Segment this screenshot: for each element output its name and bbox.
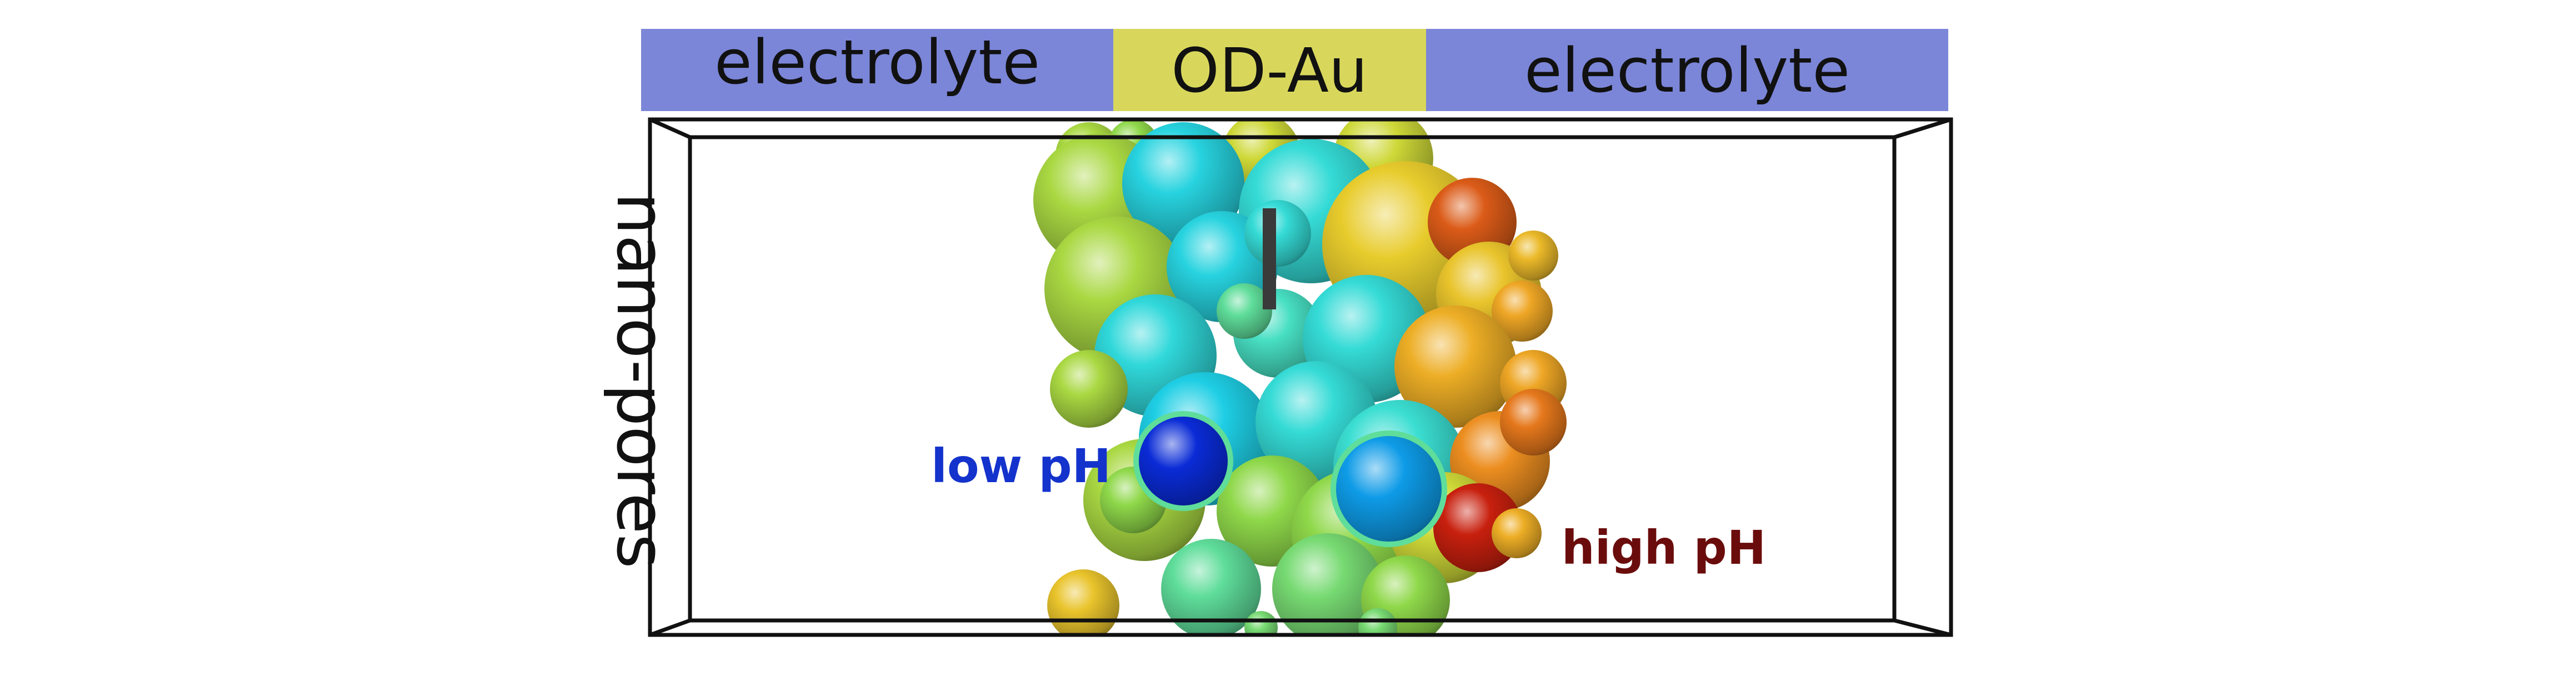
porous-structure (1033, 119, 1567, 633)
box-edge (1893, 117, 1952, 139)
box-outer (648, 117, 1953, 637)
box-inner (688, 135, 1897, 623)
sphere (1244, 611, 1278, 633)
scale-bar (1263, 208, 1276, 309)
pore (1330, 430, 1447, 547)
electrolyte-label-right: electrolyte (1524, 35, 1850, 106)
high-ph-label: high pH (1562, 520, 1766, 575)
nano-pores-label: nano-pores (602, 192, 679, 568)
box-edge (1894, 618, 1952, 637)
box-edge (649, 117, 691, 139)
sphere (1272, 533, 1383, 633)
od-au-band (1113, 29, 1426, 111)
box-frame (648, 117, 1953, 637)
sphere (1217, 283, 1272, 339)
sphere (1244, 200, 1311, 267)
sphere (1161, 539, 1261, 633)
electrolyte-band-right (1426, 29, 1948, 111)
electrolyte-band-left (641, 29, 1113, 111)
sphere (1508, 231, 1558, 281)
low-ph-label: low pH (931, 439, 1111, 493)
od-au-label: OD-Au (1171, 35, 1368, 106)
sphere (1492, 281, 1553, 342)
electrolyte-label-left: electrolyte (714, 27, 1040, 98)
box-edge (649, 618, 691, 637)
sphere (1394, 306, 1517, 428)
sphere (1358, 608, 1397, 633)
sphere (1047, 569, 1119, 633)
sphere (1492, 508, 1542, 558)
pore (1133, 411, 1233, 511)
header-bar: electrolyte OD-Au electrolyte (641, 27, 1948, 111)
sphere (1050, 350, 1128, 428)
sphere (1500, 389, 1567, 455)
